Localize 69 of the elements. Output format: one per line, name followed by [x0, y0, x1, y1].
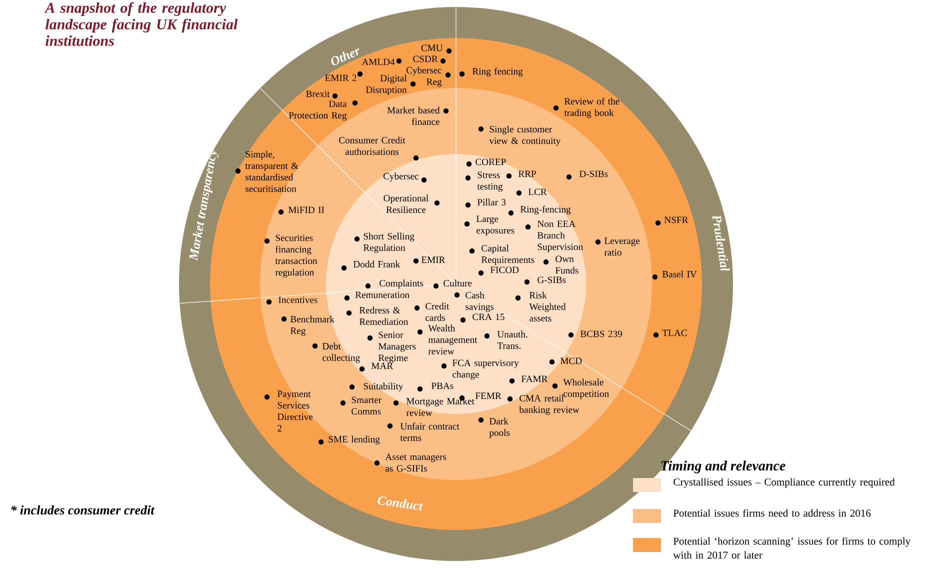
bullet-label: Suitability — [349, 382, 404, 392]
bullet-label: Credit cards — [414, 302, 450, 321]
bullet-label: Wealth management review — [417, 324, 478, 354]
legend-heading: Timing and relevance — [661, 460, 786, 474]
bullet-label: MAR — [359, 362, 394, 372]
bullet-label: CRA 15 — [460, 314, 504, 323]
bullet-label: Benchmark Reg — [281, 316, 334, 336]
bullet-label: Smarter Comms — [340, 396, 382, 415]
bullet-label: MiFID II — [278, 206, 324, 215]
sector-label: Other — [331, 48, 360, 66]
bullet-label: Single customer view & continuity — [478, 126, 561, 146]
bullet-label: Brexit — [306, 90, 338, 99]
bullet-label: Complaints — [365, 280, 424, 289]
bullet-label: Unfair contract terms — [387, 422, 460, 442]
bullet-label: Payment Services Directive 2 — [264, 390, 313, 432]
bullet-label: G-SIBs — [524, 276, 566, 285]
bullet-label: Pillar 3 — [465, 198, 506, 208]
bullet-label: Short Selling Regulation — [354, 232, 414, 253]
bullet-label: MCD — [549, 358, 582, 365]
footnote: * includes consumer credit — [11, 505, 155, 515]
bullet-label: Debt collecting — [312, 342, 360, 363]
bullet-label: NSFR — [655, 216, 688, 226]
bullet-label: CMU — [421, 44, 452, 54]
bullet-label: Asset managers as G-SIFIs — [374, 454, 446, 472]
bullet-label: Dark pools — [478, 417, 510, 438]
bullet-label: Remuneration — [344, 292, 410, 301]
bullet-label: TLAC — [653, 330, 687, 338]
title: A snapshot of the regulatory landscape facing UK financial institutions — [44, 2, 238, 46]
bullet-label: Basel IV — [652, 270, 697, 280]
bullet-label: BCBS 239 — [568, 330, 622, 338]
bullet-label: Incentives — [266, 296, 318, 305]
bullet-label: Market based finance — [387, 106, 449, 125]
bullet-label: Dodd Frank — [341, 260, 400, 271]
bullet-label: CSDR — [413, 56, 446, 64]
bullet-label: LCR — [516, 188, 547, 196]
bullet-label: Leverage ratio — [595, 238, 640, 256]
bullet-label: Simple, transparent & standardised securitisation — [235, 150, 298, 192]
bullet-label: COREP — [466, 158, 506, 167]
bullet-label: SME lending — [318, 436, 380, 445]
bullet-label: Own Funds — [543, 256, 578, 274]
bullet-label: EMIR 2 — [325, 71, 363, 82]
legend-text: Potential ‘horizon scanning’ issues for firms to comply with in 2017 or later — [673, 537, 911, 559]
bullet-label: Cybersec — [383, 172, 427, 183]
sector-label: Market transparency — [189, 149, 219, 261]
bullet-label: Cash savings — [454, 292, 494, 312]
bullet-label: Stress testing — [465, 172, 503, 192]
bullet-label: Operational Resilience — [384, 194, 440, 213]
bullet-label: Large exposures — [464, 216, 514, 236]
legend-text: Potential issues firms need to address in 2016 — [674, 509, 871, 517]
bullet-label: RRP — [506, 170, 536, 179]
sector-label: Prudential — [712, 215, 730, 272]
bullet-label: AMLD4 — [362, 58, 402, 66]
bullet-label: Redress & Remediation — [346, 306, 408, 325]
bullet-label: Data Protection Reg — [288, 100, 358, 121]
legend-text: Crystallised issues – Compliance currently required — [674, 478, 895, 488]
bullet-label: Senior Managers Regime — [367, 332, 416, 364]
bullet-label: Securities financing transaction regulation — [264, 234, 318, 278]
bullet-label: D-SIBs — [566, 170, 608, 180]
bullet-label: Risk Weighted assets — [515, 292, 566, 322]
bullet-label: FICOD — [478, 266, 519, 276]
bullet-label: PBAs — [417, 382, 454, 392]
bullet-label: Culture — [433, 280, 472, 289]
bullet-label: Unauth. Trans. — [484, 330, 528, 349]
bullet-label: Ring fencing — [459, 68, 523, 77]
bullet-label: Ring-fencing — [508, 206, 571, 216]
sector-label: Conduct — [378, 496, 424, 510]
bullet-label: Review of the trading book — [553, 98, 620, 118]
bullet-label: EMIR — [413, 256, 446, 264]
bullet-label: Consumer Credit authorisations — [339, 136, 419, 161]
